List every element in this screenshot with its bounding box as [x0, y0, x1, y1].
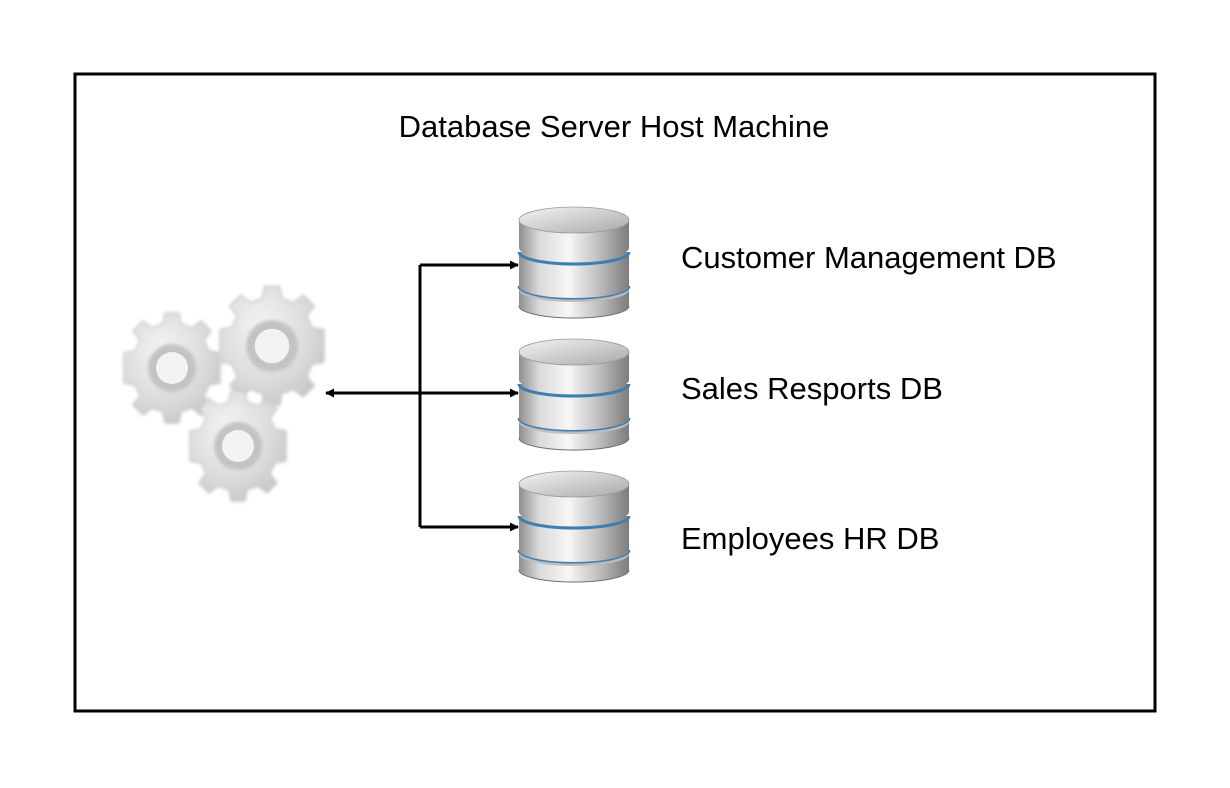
database-icon [517, 469, 631, 584]
database-icon [517, 205, 631, 320]
sales-reports-db: Sales Resports DB [517, 337, 943, 452]
host-title: Database Server Host Machine [399, 109, 830, 144]
db-label: Employees HR DB [681, 521, 939, 556]
customer-management-db: Customer Management DB [517, 205, 1057, 320]
connector-lines [325, 260, 519, 532]
database-icon [517, 337, 631, 452]
db-label: Sales Resports DB [681, 371, 943, 406]
db-label: Customer Management DB [681, 240, 1057, 275]
employees-hr-db: Employees HR DB [517, 469, 939, 584]
